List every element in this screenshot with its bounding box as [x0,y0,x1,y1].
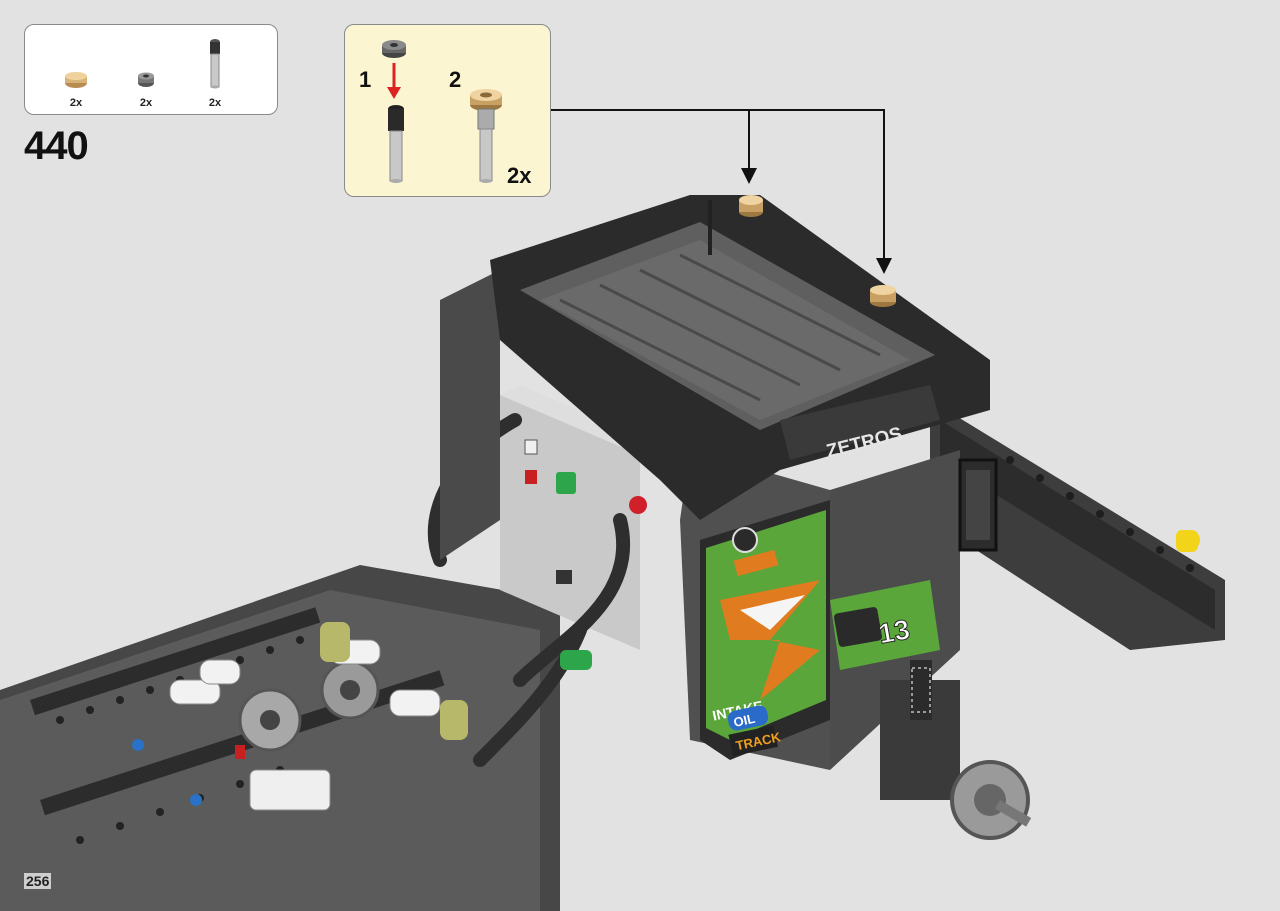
substep-2-label: 2 [449,67,462,92]
pin-with-stud-icon [210,39,220,89]
tan-bush-icon [870,285,896,307]
part-item: 2x [63,71,89,109]
insert-arrow-icon [387,63,401,99]
parts-list-box: 2x 2x 2x [24,24,278,115]
part-qty: 2x [208,97,222,109]
front-axle [880,660,1032,840]
subassembly-callout: 1 2 2x [344,24,551,197]
part-qty: 2x [139,97,153,109]
callout-pointer [551,109,885,262]
door-number: 13 [876,614,912,650]
cab-door: INTAKE OIL TRACK [700,500,830,760]
subassembly-multiplier: 2x [507,163,532,188]
gray-bush-icon [138,72,154,87]
pin-with-stud-icon [477,108,495,183]
subassembly-illustration [382,40,502,183]
tan-bush-icon [739,195,763,217]
sticker-oil: OIL [732,711,756,730]
door-number-sticker: 13 [830,580,940,670]
gray-bush-icon [382,40,406,58]
substep-1-label: 1 [359,67,372,92]
part-qty: 2x [69,97,83,109]
pin-with-stud-icon [388,105,404,183]
page-number: 256 [24,873,52,889]
gearbox [132,622,468,811]
part-item: 2x [205,37,225,109]
step-number: 440 [24,124,89,168]
yellow-part [1176,530,1200,552]
tan-bush-icon [65,72,87,88]
part-item: 2x [136,71,156,109]
tan-bush-icon [470,89,502,111]
pointer-arrow-icon [741,168,757,184]
pointer-arrow-icon [876,258,892,274]
